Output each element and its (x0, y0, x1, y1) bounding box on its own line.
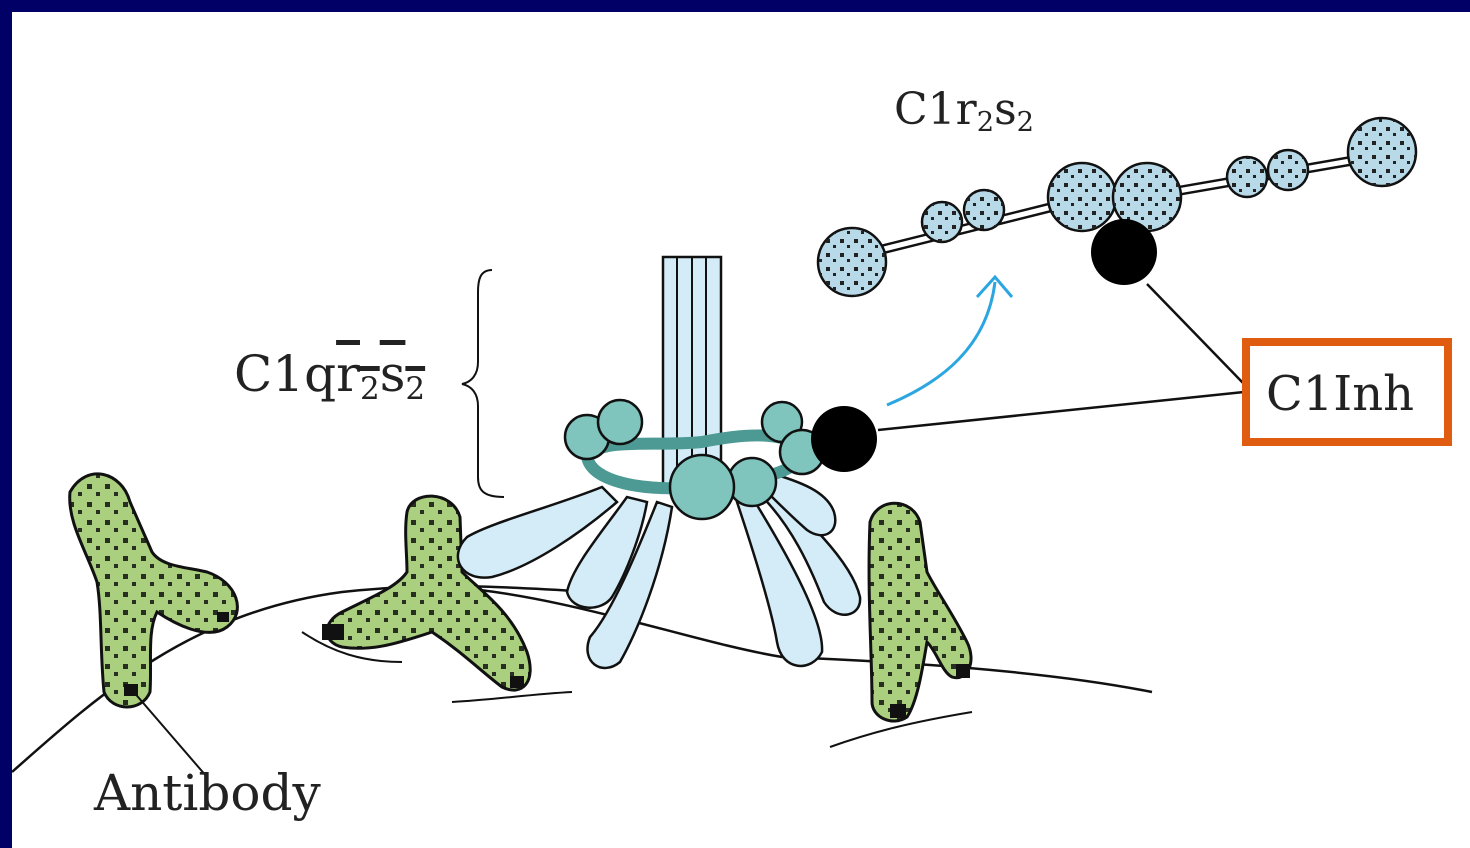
label-c1inh: C1Inh (1266, 366, 1414, 422)
label-c1r2s2: C1r2s2 (894, 84, 1034, 138)
label-c1qr2s2: C1qr2s2 (234, 345, 425, 407)
c1-inhibitor-bound (811, 406, 877, 472)
c1inh-pointer-2 (1147, 284, 1244, 384)
antibody-3 (869, 503, 971, 721)
curved-arrow-icon (887, 282, 995, 405)
label-antibody: Antibody (94, 764, 321, 822)
c1-complex-brace (462, 270, 504, 497)
membrane-line (452, 692, 572, 702)
c1inh-pointer-1 (878, 392, 1244, 430)
c1q-molecule (458, 257, 860, 668)
slide-canvas: C1r2s2 C1qr2s2 C1Inh Antibody (12, 12, 1470, 848)
antibody-1 (70, 474, 238, 707)
c1-inhibitor-released (1091, 219, 1157, 285)
